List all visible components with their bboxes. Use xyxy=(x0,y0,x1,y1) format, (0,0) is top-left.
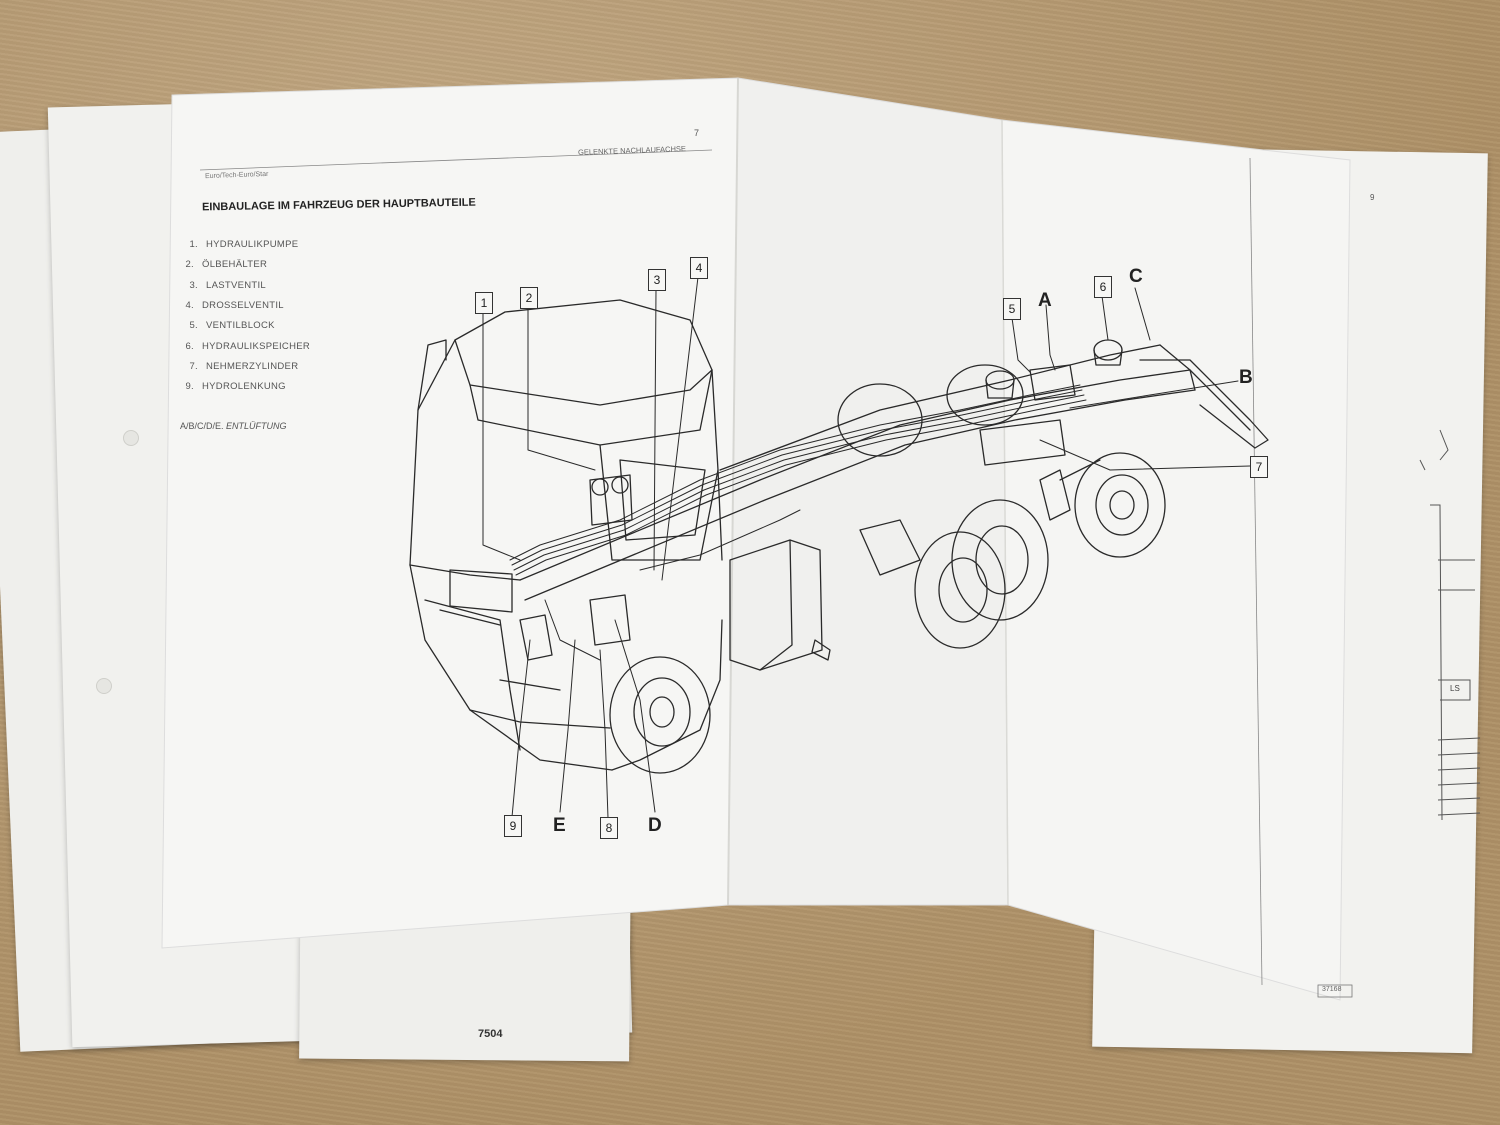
legend-number: 9. xyxy=(185,381,194,393)
vent-point-b: B xyxy=(1239,367,1253,388)
legend-item: 7. NEHMERZYLINDER xyxy=(182,361,298,372)
legend-number: 2. xyxy=(185,259,194,271)
figure-code: 37168 xyxy=(1322,986,1342,993)
punch-hole xyxy=(123,430,139,446)
legend-number: 5. xyxy=(189,320,198,332)
legend-label: LASTVENTIL xyxy=(206,279,267,291)
callout-5: 5 xyxy=(1003,298,1021,320)
legend-number: 6. xyxy=(185,340,194,352)
legend-number: 7. xyxy=(189,360,198,372)
vent-point-c: C xyxy=(1129,266,1143,287)
legend-label: ÖLBEHÄLTER xyxy=(202,259,268,271)
legend-label: DROSSELVENTIL xyxy=(202,299,284,311)
legend-label: HYDROLENKUNG xyxy=(202,381,286,393)
legend-item: 5. VENTILBLOCK xyxy=(182,320,275,331)
legend-item: 6. HYDRAULIKSPEICHER xyxy=(178,341,310,352)
venting-note: A/B/C/D/E. ENTLÜFTUNG xyxy=(180,421,287,431)
venting-codes: A/B/C/D/E. xyxy=(180,421,224,431)
legend-number: 3. xyxy=(189,279,198,291)
venting-label: ENTLÜFTUNG xyxy=(226,421,287,431)
legend-item: 3. LASTVENTIL xyxy=(182,280,266,291)
legend-item: 9. HYDROLENKUNG xyxy=(178,381,286,392)
legend-label: NEHMERZYLINDER xyxy=(206,360,299,372)
legend-label: HYDRAULIKPUMPE xyxy=(206,239,299,250)
bottom-sheet-number: 7504 xyxy=(478,1028,503,1040)
legend-label: VENTILBLOCK xyxy=(206,320,275,332)
legend-item: 1. HYDRAULIKPUMPE xyxy=(182,239,298,250)
vent-point-d: D xyxy=(648,815,662,836)
legend-number: 4. xyxy=(185,299,194,311)
legend-item: 2. ÖLBEHÄLTER xyxy=(178,259,267,270)
page-number-left: 7 xyxy=(694,128,700,138)
legend-item: 4. DROSSELVENTIL xyxy=(178,300,284,311)
callout-2: 2 xyxy=(520,287,538,309)
vent-point-a: A xyxy=(1038,290,1052,311)
page-number-right: 9 xyxy=(1370,193,1375,202)
vent-point-e: E xyxy=(553,815,566,836)
callout-3: 3 xyxy=(648,269,666,291)
callout-6: 6 xyxy=(1094,276,1112,298)
legend-number: 1. xyxy=(189,239,198,250)
punch-hole xyxy=(96,678,112,694)
right-sheet-label: LS xyxy=(1450,684,1460,693)
callout-9: 9 xyxy=(504,815,522,837)
callout-1: 1 xyxy=(475,292,493,314)
callout-4: 4 xyxy=(690,257,708,279)
callout-7: 7 xyxy=(1250,456,1268,478)
legend-label: HYDRAULIKSPEICHER xyxy=(202,340,311,352)
callout-8: 8 xyxy=(600,817,618,839)
